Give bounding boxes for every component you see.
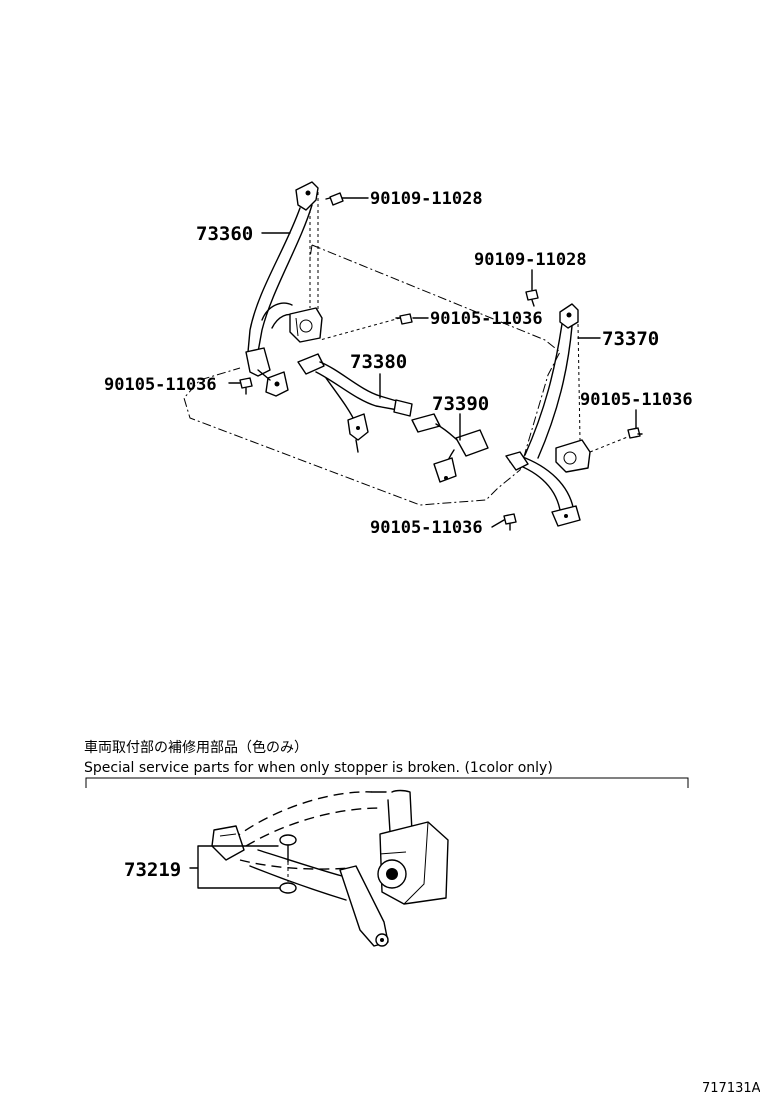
seat-belt-left <box>245 181 323 397</box>
figure-id: 717131A <box>702 1081 760 1096</box>
label-bolt-right: 90105-11036 <box>580 390 693 410</box>
label-belt-right: 73370 <box>602 328 659 350</box>
label-bolt-top-right: 90109-11028 <box>474 250 587 270</box>
label-bolt-top-left: 90109-11028 <box>370 189 483 209</box>
seat-belt-right <box>505 303 631 527</box>
seat-outline <box>183 244 561 506</box>
bolt-icons <box>239 192 643 531</box>
leader-lines <box>228 197 637 528</box>
bolt-icon <box>503 513 517 531</box>
buckle-73390 <box>411 413 489 483</box>
label-stopper: 73219 <box>124 859 181 881</box>
note-english: Special service parts for when only stop… <box>84 760 553 776</box>
section-bracket <box>85 777 689 788</box>
label-buckle-73380: 73380 <box>350 351 407 373</box>
bolt-icon <box>239 377 253 395</box>
bolt-icon <box>525 289 539 307</box>
label-belt-left: 73360 <box>196 223 253 245</box>
label-buckle-73390: 73390 <box>432 393 489 415</box>
bolt-icon <box>395 313 413 325</box>
bolt-icon <box>325 192 344 206</box>
bolt-icon <box>627 427 643 439</box>
label-bolt-left: 90105-11036 <box>104 375 217 395</box>
label-bolt-bottom: 90105-11036 <box>370 518 483 538</box>
note-japanese: 車両取付部の補修用部品（色のみ） <box>84 739 308 756</box>
label-bolt-mid: 90105-11036 <box>430 309 543 329</box>
stopper-detail-drawing <box>189 789 449 947</box>
